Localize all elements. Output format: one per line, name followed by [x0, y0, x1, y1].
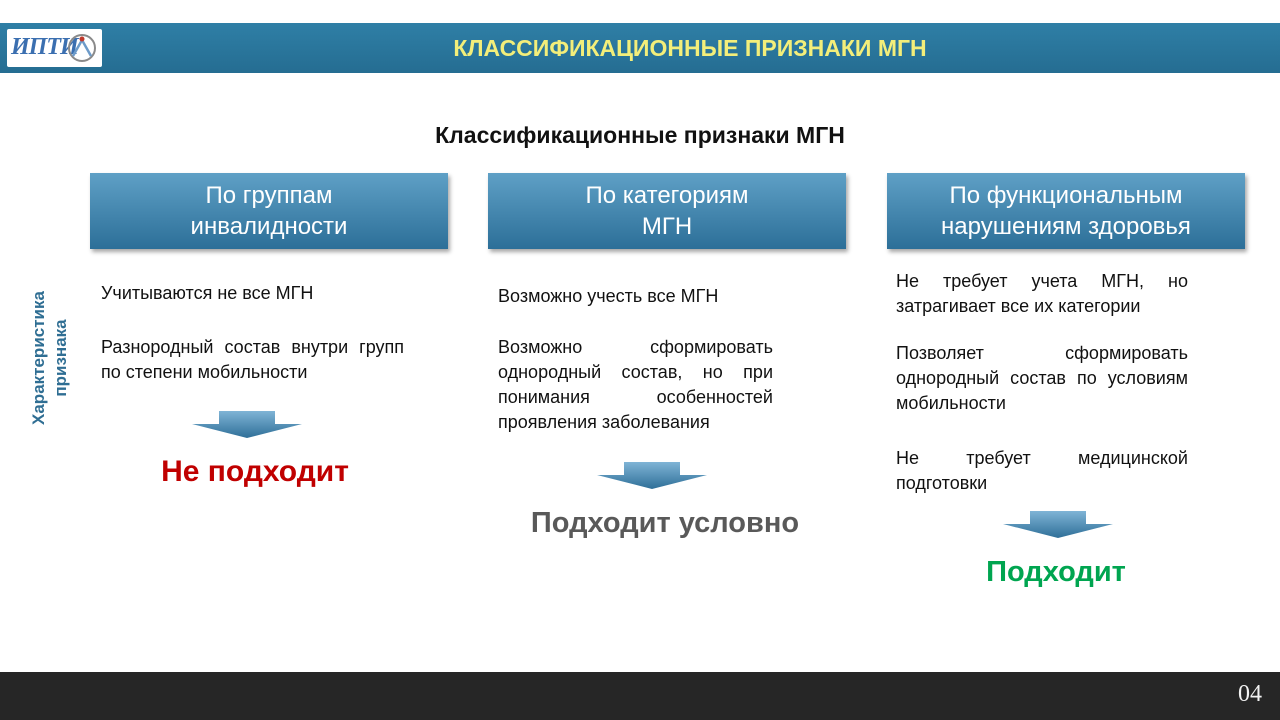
- column-paragraph: Возможно учесть все МГН: [498, 286, 719, 306]
- logo-emblem-icon: [68, 34, 96, 62]
- category-box-mgn-categories: По категориям МГН: [488, 173, 846, 249]
- page-title: КЛАССИФИКАЦИОННЫЕ ПРИЗНАКИ МГН: [453, 35, 927, 61]
- column-paragraph: Разнородный состав внутри групп по степе…: [101, 337, 404, 382]
- down-arrow-icon: [597, 462, 707, 489]
- verdict-not-suitable: Не подходит: [161, 455, 349, 488]
- column-paragraph: Позволяет сформировать однородный состав…: [896, 343, 1188, 413]
- column-text-1: Учитываются не все МГН Разнородный соста…: [101, 281, 404, 385]
- side-label: Характеристика признака: [0, 268, 100, 448]
- category-title-line: По категориям: [585, 182, 749, 209]
- category-title-line: По группам: [205, 182, 333, 209]
- page-number: 04: [1238, 681, 1262, 707]
- category-title-line: нарушениям здоровья: [941, 213, 1191, 240]
- category-title-line: МГН: [641, 213, 693, 240]
- section-subtitle: Классификационные признаки МГН: [435, 122, 845, 148]
- column-text-2: Возможно учесть все МГН Возможно сформир…: [498, 284, 773, 435]
- category-box-disability-groups: По группам инвалидности: [90, 173, 448, 249]
- footer-bar: [0, 672, 1280, 720]
- category-title-line: По функциональным: [949, 182, 1183, 209]
- logo-text: ИПТИ: [11, 34, 79, 60]
- column-paragraph: Учитываются не все МГН: [101, 283, 314, 303]
- category-box-functional-impairments: По функциональным нарушениям здоровья: [887, 173, 1245, 249]
- down-arrow-icon: [192, 411, 302, 438]
- down-arrow-icon: [1003, 511, 1113, 538]
- side-label-text: Характеристика признака: [29, 291, 70, 425]
- category-title-line: инвалидности: [190, 213, 348, 240]
- column-text-3: Не требует учета МГН, но затрагивает все…: [896, 269, 1188, 496]
- verdict-suitable: Подходит: [986, 556, 1126, 588]
- column-paragraph: Не требует медицинской подготовки: [896, 448, 1188, 493]
- column-paragraph: Возможно сформировать однородный состав,…: [498, 337, 773, 432]
- verdict-conditionally-suitable: Подходит условно: [530, 507, 800, 539]
- header-bar: [0, 23, 1280, 73]
- column-paragraph: Не требует учета МГН, но затрагивает все…: [896, 271, 1188, 316]
- logo: ИПТИ: [7, 29, 102, 67]
